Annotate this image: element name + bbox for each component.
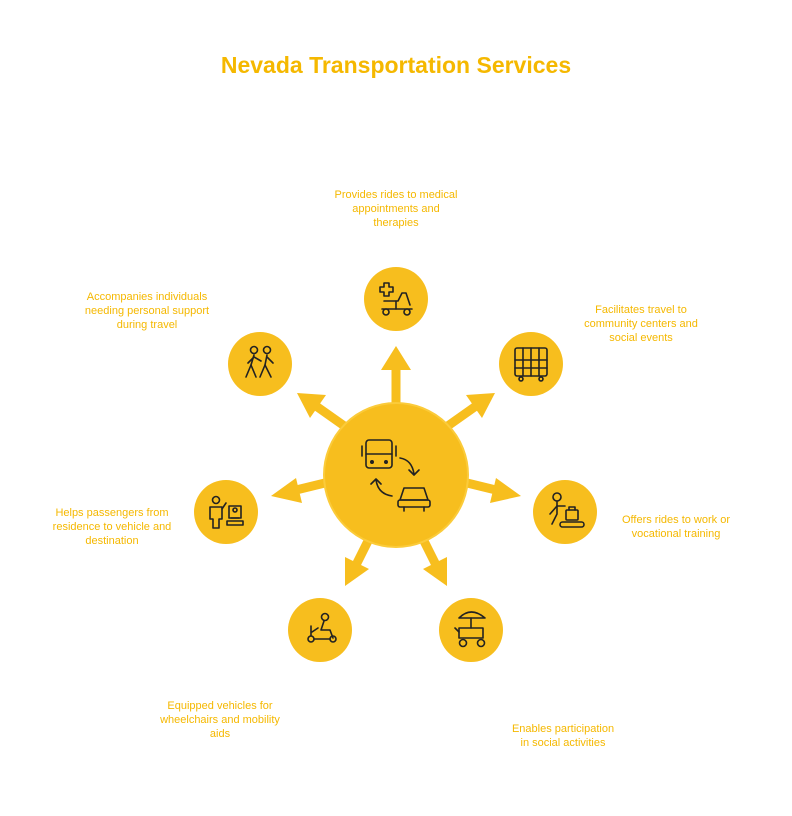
hub-circle xyxy=(323,402,469,548)
label-work: Offers rides to work or vocational train… xyxy=(622,514,730,540)
passenger-assist-icon xyxy=(209,495,244,529)
label-door: Helps passengers from residence to vehic… xyxy=(52,507,172,547)
worker-conveyor-icon xyxy=(549,492,585,528)
node-circle-medical xyxy=(364,267,428,331)
label-community: Facilitates travel to community centers … xyxy=(584,304,698,344)
node-circle-work xyxy=(533,480,597,544)
arrow-up-right xyxy=(439,393,495,434)
medical-scooter-icon xyxy=(379,282,413,316)
label-social: Enables participation in social activiti… xyxy=(511,723,615,749)
double-decker-bus-icon xyxy=(514,347,548,382)
bus-car-transfer-icon xyxy=(361,439,431,512)
label-escort: Accompanies individuals needing personal… xyxy=(84,291,210,331)
arrow-up-left xyxy=(297,393,353,434)
node-circle-social xyxy=(439,598,503,662)
node-circle-door xyxy=(194,480,258,544)
label-wheelchair: Equipped vehicles for wheelchairs and mo… xyxy=(160,700,280,740)
node-circle-wheelchair xyxy=(288,598,352,662)
food-cart-umbrella-icon xyxy=(454,611,486,648)
arrow-down-left xyxy=(345,534,375,586)
label-medical: Provides rides to medical appointments a… xyxy=(334,189,458,229)
mobility-scooter-icon xyxy=(307,612,337,643)
arrow-down-right xyxy=(417,534,447,586)
page-title: Nevada Transportation Services xyxy=(220,52,572,78)
node-circle-escort xyxy=(228,332,292,396)
arrow-left xyxy=(271,477,331,503)
arrow-right xyxy=(461,477,521,503)
arrow-up xyxy=(381,346,411,408)
two-people-walking-icon xyxy=(245,345,274,378)
